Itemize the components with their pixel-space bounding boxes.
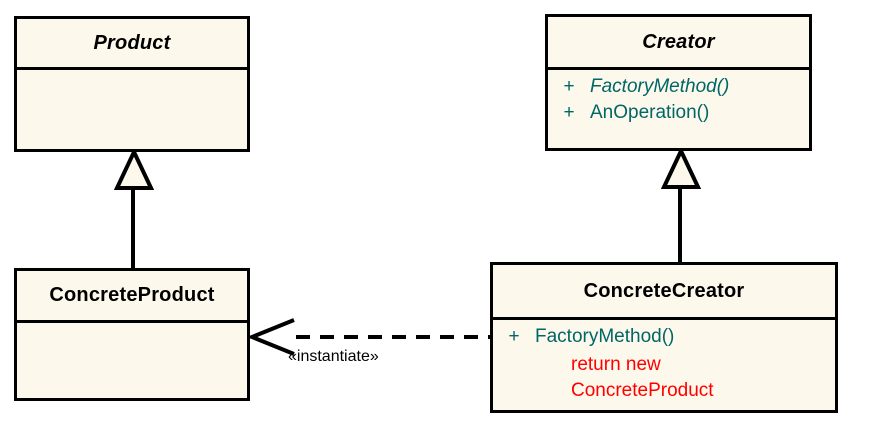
- generalization-line-creator: [678, 186, 682, 264]
- class-box-product[interactable]: Product: [14, 16, 250, 152]
- dependency-arrow-instantiate: [248, 318, 492, 356]
- class-members-compartment-concretecreator: + FactoryMethod() return new ConcretePro…: [493, 320, 835, 410]
- class-name-creator: Creator: [642, 30, 715, 53]
- class-name-compartment-creator: Creator: [548, 17, 809, 70]
- class-member-row: + AnOperation(): [548, 102, 809, 128]
- class-members-compartment-product: [17, 70, 247, 149]
- class-members-compartment-creator: + FactoryMethod() + AnOperation(): [548, 70, 809, 148]
- generalization-line-product: [131, 188, 135, 270]
- class-member-row: + FactoryMethod(): [548, 76, 809, 102]
- class-name-compartment-concretecreator: ConcreteCreator: [493, 265, 835, 320]
- class-members-compartment-concreteproduct: [17, 323, 247, 398]
- member-name-factorymethod: FactoryMethod(): [535, 326, 675, 347]
- class-name-concreteproduct: ConcreteProduct: [49, 284, 215, 306]
- class-name-compartment-concreteproduct: ConcreteProduct: [17, 271, 247, 323]
- class-name-compartment-product: Product: [17, 19, 247, 70]
- class-name-concretecreator: ConcreteCreator: [583, 279, 745, 302]
- member-visibility: +: [563, 102, 575, 123]
- generalization-arrowhead-product: [114, 150, 154, 190]
- member-note-line-2: ConcreteProduct: [571, 380, 714, 401]
- class-member-row: + FactoryMethod(): [493, 326, 835, 352]
- dependency-label-instantiate: «instantiate»: [288, 348, 379, 365]
- class-box-concreteproduct[interactable]: ConcreteProduct: [14, 268, 250, 401]
- member-visibility: +: [563, 76, 575, 97]
- class-box-concretecreator[interactable]: ConcreteCreator + FactoryMethod() return…: [490, 262, 838, 413]
- class-name-product: Product: [93, 31, 171, 54]
- class-box-creator[interactable]: Creator + FactoryMethod() + AnOperation(…: [545, 14, 812, 151]
- generalization-arrowhead-creator: [661, 149, 701, 189]
- member-name-factorymethod: FactoryMethod(): [590, 76, 730, 97]
- member-note-line-1: return new: [571, 354, 661, 375]
- member-visibility: +: [508, 326, 520, 347]
- member-name-anoperation: AnOperation(): [590, 102, 710, 123]
